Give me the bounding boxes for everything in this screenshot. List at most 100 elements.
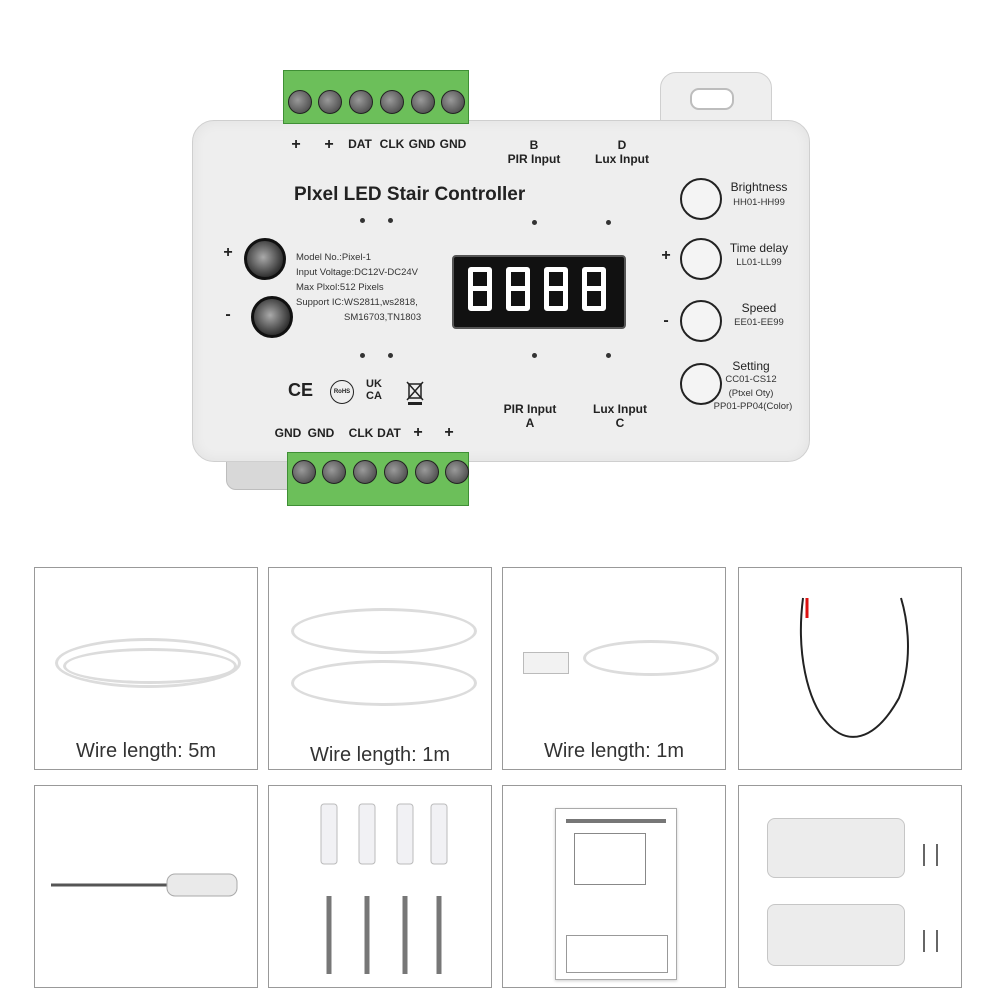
led-dot: [360, 218, 365, 223]
manual-table: [566, 935, 668, 973]
accessory-card-power-wire: [738, 567, 962, 770]
screwdriver-image: [51, 873, 238, 897]
bottom-terminal-label: +: [444, 424, 454, 441]
sensor-module-image: [523, 652, 569, 674]
manual-diagram: [574, 833, 646, 885]
anchors-screws-image: [320, 803, 448, 974]
brightness-range: HH01-HH99: [733, 197, 785, 208]
decrease-sign: -: [663, 312, 669, 329]
input-a-letter: A: [525, 416, 535, 430]
mounting-hole: [690, 88, 734, 110]
mounting-clip-image: [767, 904, 905, 966]
top-terminal-block: [283, 70, 469, 124]
display-digit: [506, 267, 530, 311]
power-wire-image: [799, 597, 909, 738]
sensor-cable-image: [291, 660, 477, 706]
setting-extra-1: (Ptxel Oty): [728, 388, 774, 399]
terminal-screw-icon: [322, 460, 346, 484]
top-terminal-label: CLK: [379, 137, 405, 151]
terminal-screw-icon: [415, 460, 439, 484]
time-delay-button[interactable]: [680, 238, 722, 280]
spec-line: Support IC:WS2811,ws2818,: [296, 297, 418, 308]
accessory-card-lux-sensor: Wire length: 1m: [502, 567, 726, 770]
spec-line: Model No.:Pixel-1: [296, 252, 371, 263]
power-plus-label: +: [223, 244, 233, 261]
display-digit: [582, 267, 606, 311]
input-d-label: Lux Input: [595, 152, 649, 166]
input-b-letter: B: [529, 138, 539, 152]
small-screw-icon: [917, 926, 947, 956]
accessory-card-5m-cable: Wire length: 5m: [34, 567, 258, 770]
top-terminal-screws: [288, 88, 465, 118]
brightness-title: Brightness: [730, 180, 788, 194]
input-d-letter: D: [617, 138, 627, 152]
terminal-screw-icon: [288, 90, 312, 114]
brightness-button[interactable]: [680, 178, 722, 220]
led-dot: [532, 353, 537, 358]
terminal-screw-icon: [384, 460, 408, 484]
accessory-card-screwdriver: [34, 785, 258, 988]
top-terminal-label: DAT: [348, 137, 372, 151]
bottom-terminal-label: CLK: [348, 426, 374, 440]
cable-coil-image: [55, 638, 241, 688]
display-digit: [544, 267, 568, 311]
power-minus-label: -: [225, 306, 231, 323]
display-digit: [468, 267, 492, 311]
setting-range: CC01-CS12: [725, 374, 777, 385]
top-terminal-label: GND: [439, 137, 467, 151]
manual-text-line: [566, 819, 666, 823]
segment-display: [452, 255, 626, 329]
accessory-caption: Wire length: 1m: [309, 744, 451, 766]
speed-button[interactable]: [680, 300, 722, 342]
terminal-screw-icon: [349, 90, 373, 114]
accessory-card-pir-sensors: Wire length: 1m: [268, 567, 492, 770]
ce-mark: CE: [288, 380, 314, 400]
cable-coil-image: [63, 648, 237, 684]
setting-button[interactable]: [680, 363, 722, 405]
setting-title: Setting: [732, 359, 770, 373]
ukca-mark: UK CA: [366, 378, 382, 402]
terminal-screw-icon: [318, 90, 342, 114]
bottom-terminal-label: GND: [274, 426, 302, 440]
accessory-card-anchors-screws: [268, 785, 492, 988]
small-screw-icon: [917, 840, 947, 870]
terminal-screw-icon: [292, 460, 316, 484]
terminal-screw-icon: [441, 90, 465, 114]
power-screw-icon: [251, 296, 293, 338]
top-terminal-label: +: [324, 136, 334, 153]
increase-sign: +: [661, 247, 671, 264]
sensor-cable-image: [291, 608, 477, 654]
spec-line: Max Plxol:512 Pixels: [296, 282, 384, 293]
spec-line: Input Voltage:DC12V-DC24V: [296, 267, 418, 278]
speed-title: Speed: [741, 301, 777, 315]
input-c-label: Lux Input: [593, 402, 647, 416]
accessory-caption: Wire length: 5m: [75, 740, 217, 762]
time-delay-range: LL01-LL99: [736, 257, 782, 268]
bottom-terminal-label: GND: [307, 426, 335, 440]
terminal-screw-icon: [445, 460, 469, 484]
input-a-label: PIR Input: [503, 402, 557, 416]
manual-image: [555, 808, 677, 980]
terminal-screw-icon: [380, 90, 404, 114]
product-title: Plxel LED Stair Controller: [294, 184, 526, 205]
rohs-mark: RoHS: [330, 380, 354, 404]
accessory-card-mounting-clips: [738, 785, 962, 988]
led-dot: [388, 353, 393, 358]
bottom-terminal-screws: [292, 458, 469, 488]
weee-bin-icon: [405, 380, 425, 405]
bottom-terminal-block: [287, 452, 469, 506]
time-delay-title: Time delay: [729, 241, 789, 255]
setting-extra-2: PP01-PP04(Color): [713, 401, 793, 412]
speed-range: EE01-EE99: [734, 317, 784, 328]
bottom-terminal-label: +: [413, 424, 423, 441]
led-dot: [606, 353, 611, 358]
terminal-screw-icon: [411, 90, 435, 114]
led-dot: [532, 220, 537, 225]
sensor-cable-image: [583, 640, 719, 676]
terminal-screw-icon: [353, 460, 377, 484]
led-dot: [360, 353, 365, 358]
power-screw-icon: [244, 238, 286, 280]
top-terminal-label: +: [291, 136, 301, 153]
spec-line: SM16703,TN1803: [344, 312, 422, 323]
accessory-caption: Wire length: 1m: [543, 740, 685, 762]
